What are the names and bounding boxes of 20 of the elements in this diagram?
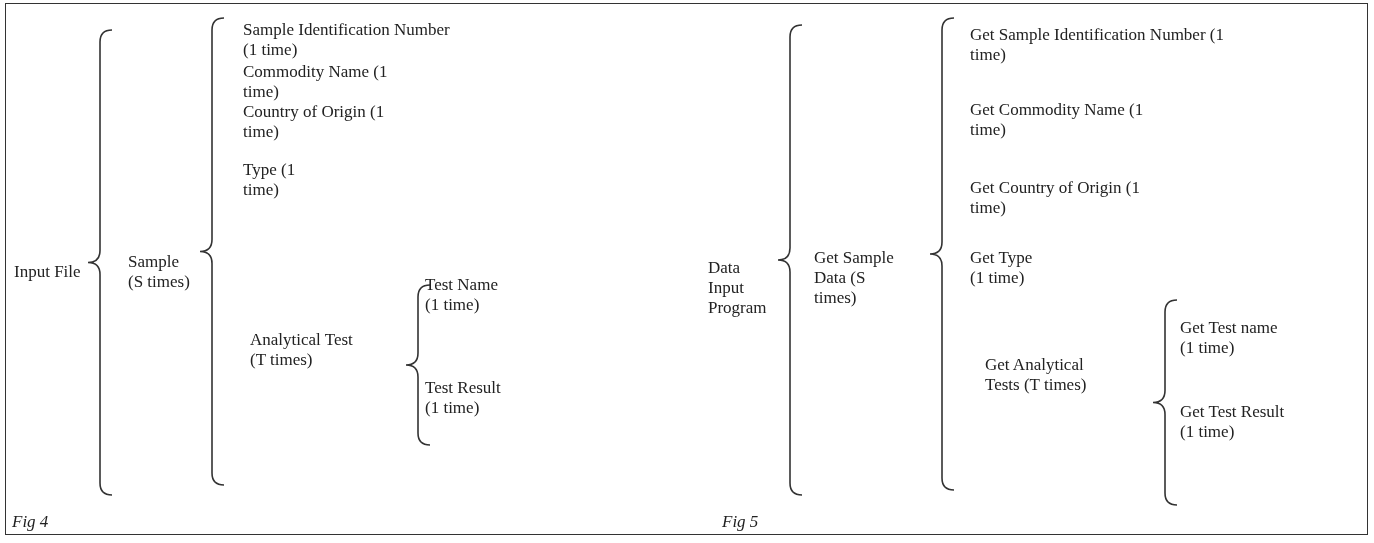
item-text: Data Input Program (708, 258, 768, 318)
item-text: Analytical Test (T times) (250, 330, 354, 370)
item-text: Sample (S times) (128, 252, 191, 292)
figure-caption: Fig 5 (722, 512, 760, 532)
item-text: Get Commodity Name (1 time) (970, 100, 1145, 140)
item-text: Get Type (1 time) (970, 248, 1034, 288)
item-text: Get Sample Identification Number (1 time) (970, 25, 1225, 65)
figure-caption: Fig 4 (12, 512, 50, 532)
item-text: Get Analytical Tests (T times) (985, 355, 1088, 395)
item-text: Commodity Name (1 time) (243, 62, 389, 102)
item-text: Get Sample Data (S times) (814, 248, 895, 308)
item-text: Get Test Result (1 time) (1180, 402, 1286, 442)
item-text: Sample Identification Number (1 time) (243, 20, 451, 60)
item-text: Test Result (1 time) (425, 378, 502, 418)
item-text: Type (1 time) (243, 160, 297, 200)
item-text: Test Name (1 time) (425, 275, 499, 315)
item-text: Input File (14, 262, 82, 282)
item-text: Country of Origin (1 time) (243, 102, 386, 142)
item-text: Get Test name (1 time) (1180, 318, 1279, 358)
item-text: Get Country of Origin (1 time) (970, 178, 1141, 218)
